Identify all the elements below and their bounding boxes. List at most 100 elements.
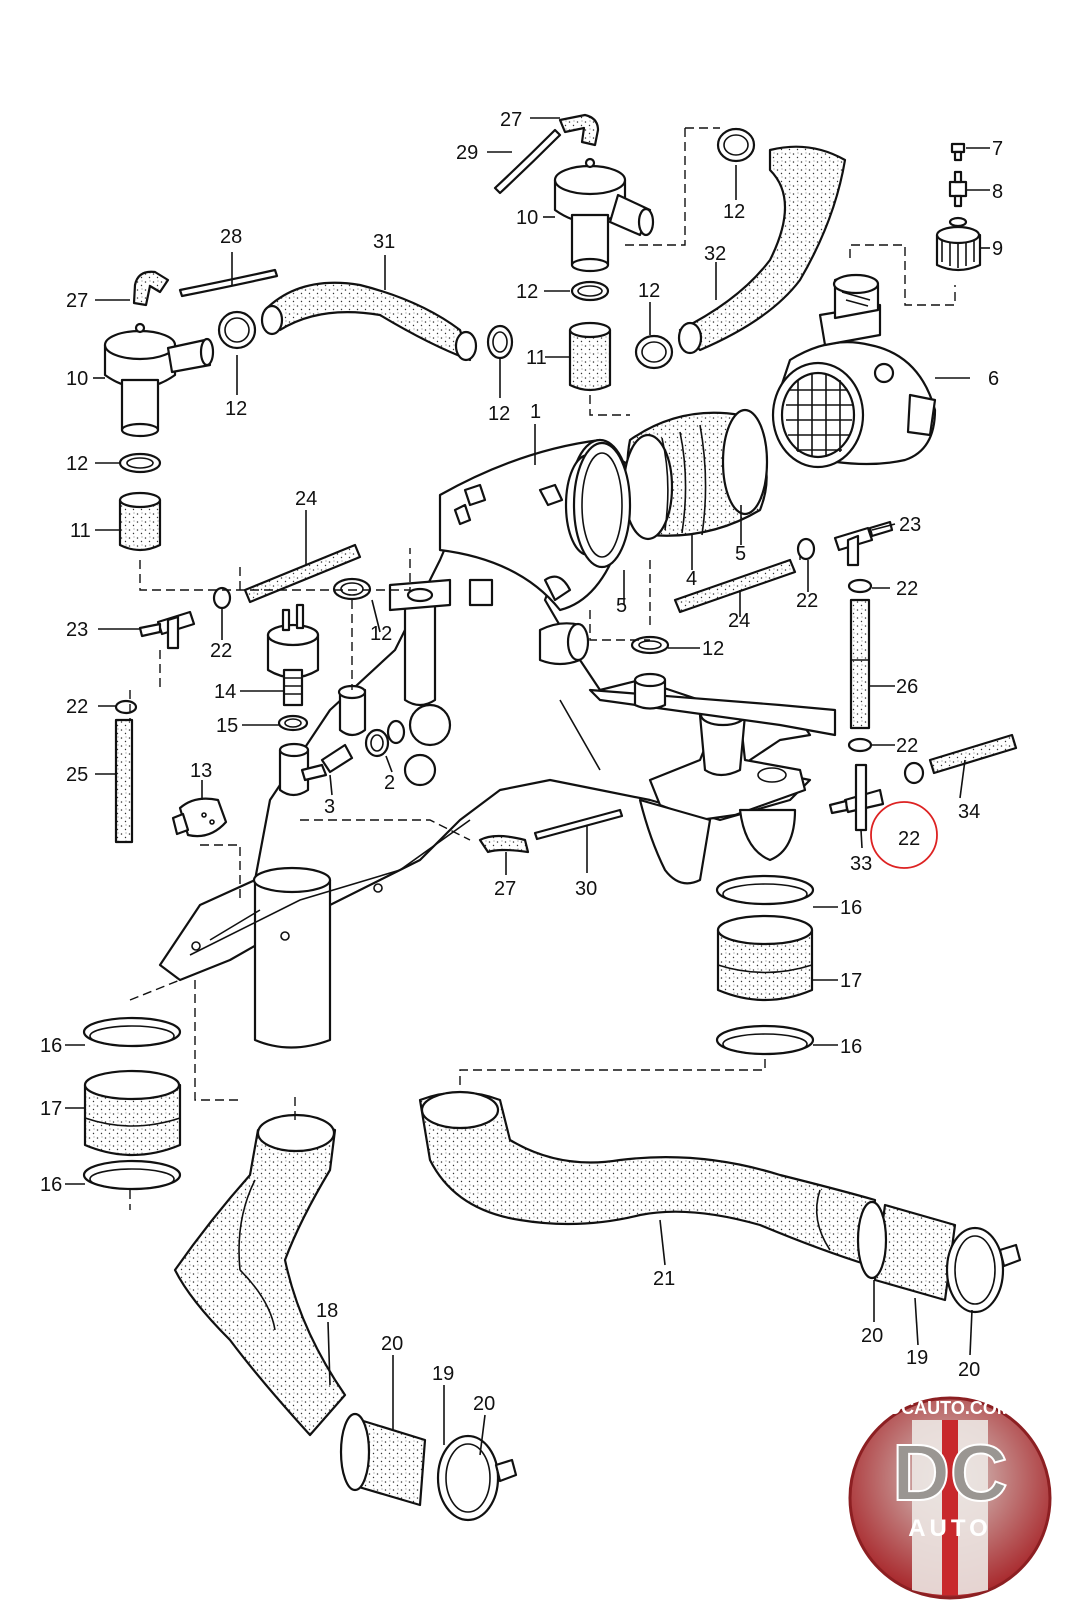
callout-4: 4 [686,568,697,590]
callout-20: 20 [958,1359,980,1381]
callout-11: 11 [70,520,91,542]
callout-12: 12 [516,281,538,303]
clips-22 [114,537,925,785]
air-mass-meter-6 [771,273,937,469]
highlight-circle [870,801,938,869]
callout-23: 23 [899,514,921,536]
fitting-3 [300,743,354,782]
callout-16: 16 [840,1036,862,1058]
logo-sub-text: AUTO [908,1515,992,1542]
cap-9 [935,216,982,272]
line-24-right [673,558,797,614]
callout-24: 24 [728,610,750,632]
callout-22: 22 [66,696,88,718]
callout-16: 16 [40,1035,62,1057]
callout-19: 19 [906,1347,928,1369]
callout-12: 12 [702,638,724,660]
hose-31 [263,281,472,362]
callout-19: 19 [432,1363,454,1385]
callout-23: 23 [66,619,88,641]
aux-air-valve-left [103,322,215,438]
callout-5: 5 [735,543,746,565]
grouping-lines [129,127,956,1210]
callout-9: 9 [992,238,1003,260]
callout-34: 34 [958,801,980,823]
valve-13 [171,797,228,838]
callout-30: 30 [575,878,597,900]
line-26 [849,598,871,730]
vacuum-lines [114,520,1018,844]
callout-10: 10 [516,207,538,229]
callout-24: 24 [295,488,317,510]
screw-7 [950,142,966,162]
line-24-top [243,543,362,604]
hose-32 [678,145,847,352]
callout-12: 12 [488,403,510,425]
callout-17: 17 [40,1098,62,1120]
logo-site-text: DCAUTO.COM [888,1398,1012,1418]
aux-air-valve-top [553,157,655,273]
callout-28: 28 [220,226,242,248]
callout-16: 16 [840,897,862,919]
callout-3: 3 [324,796,335,818]
callout-21: 21 [653,1268,675,1290]
elbow-27-left [132,270,170,307]
callout-20: 20 [381,1333,403,1355]
callout-13: 13 [190,760,212,782]
throttle-body-bracket [588,672,837,885]
callout-10: 10 [66,368,88,390]
callout-22: 22 [210,640,232,662]
line-25 [114,718,134,844]
clamp-sleeve-right [715,874,815,1056]
hose-21-mouth [420,1090,500,1130]
callout-18: 18 [316,1300,338,1322]
callout-16: 16 [40,1174,62,1196]
elbow-27-bottom [478,834,530,854]
callout-32: 32 [704,243,726,265]
callout-12: 12 [370,623,392,645]
dcauto-logo: DCAUTO.COM DC AUTO [848,1396,1052,1600]
callout-7: 7 [992,138,1003,160]
upper-hoses [132,113,847,854]
callout-27: 27 [500,109,522,131]
callout-12: 12 [66,453,88,475]
intake-manifold-housing [158,438,812,1049]
callout-labels: 27 29 10 12 7 8 9 28 31 32 27 10 12 12 1… [40,109,1003,1415]
callout-22-highlighted: 22 [898,828,920,850]
callout-11: 11 [526,347,547,369]
callout-22: 22 [896,578,918,600]
intake-boot-4 [572,408,769,569]
callout-5: 5 [616,595,627,617]
callout-12: 12 [225,398,247,420]
callout-1: 1 [530,401,541,423]
callout-15: 15 [216,715,238,737]
callout-2: 2 [384,772,395,794]
callout-17: 17 [840,970,862,992]
seal-2 [364,719,406,758]
clamp-sleeve-left [82,1016,182,1191]
hose-18 [173,1121,347,1437]
callout-8: 8 [992,181,1003,203]
callout-12: 12 [638,280,660,302]
callout-31: 31 [373,231,395,253]
callout-26: 26 [896,676,918,698]
elbow-27-top [558,113,600,147]
callout-12: 12 [723,201,745,223]
callout-22: 22 [796,590,818,612]
callout-29: 29 [456,142,478,164]
line-34 [928,733,1018,775]
callout-20: 20 [473,1393,495,1415]
pressure-switch-14 [266,603,320,732]
fitting-8 [948,170,968,208]
callout-33: 33 [850,853,872,875]
callout-22: 22 [896,735,918,757]
clamps-12 [118,127,756,655]
logo-mark: DC [892,1428,1008,1517]
callout-20: 20 [861,1325,883,1347]
callout-27: 27 [494,878,516,900]
callout-14: 14 [214,681,236,703]
sleeves-11 [118,321,612,552]
leader-lines [65,117,990,1456]
callout-25: 25 [66,764,88,786]
